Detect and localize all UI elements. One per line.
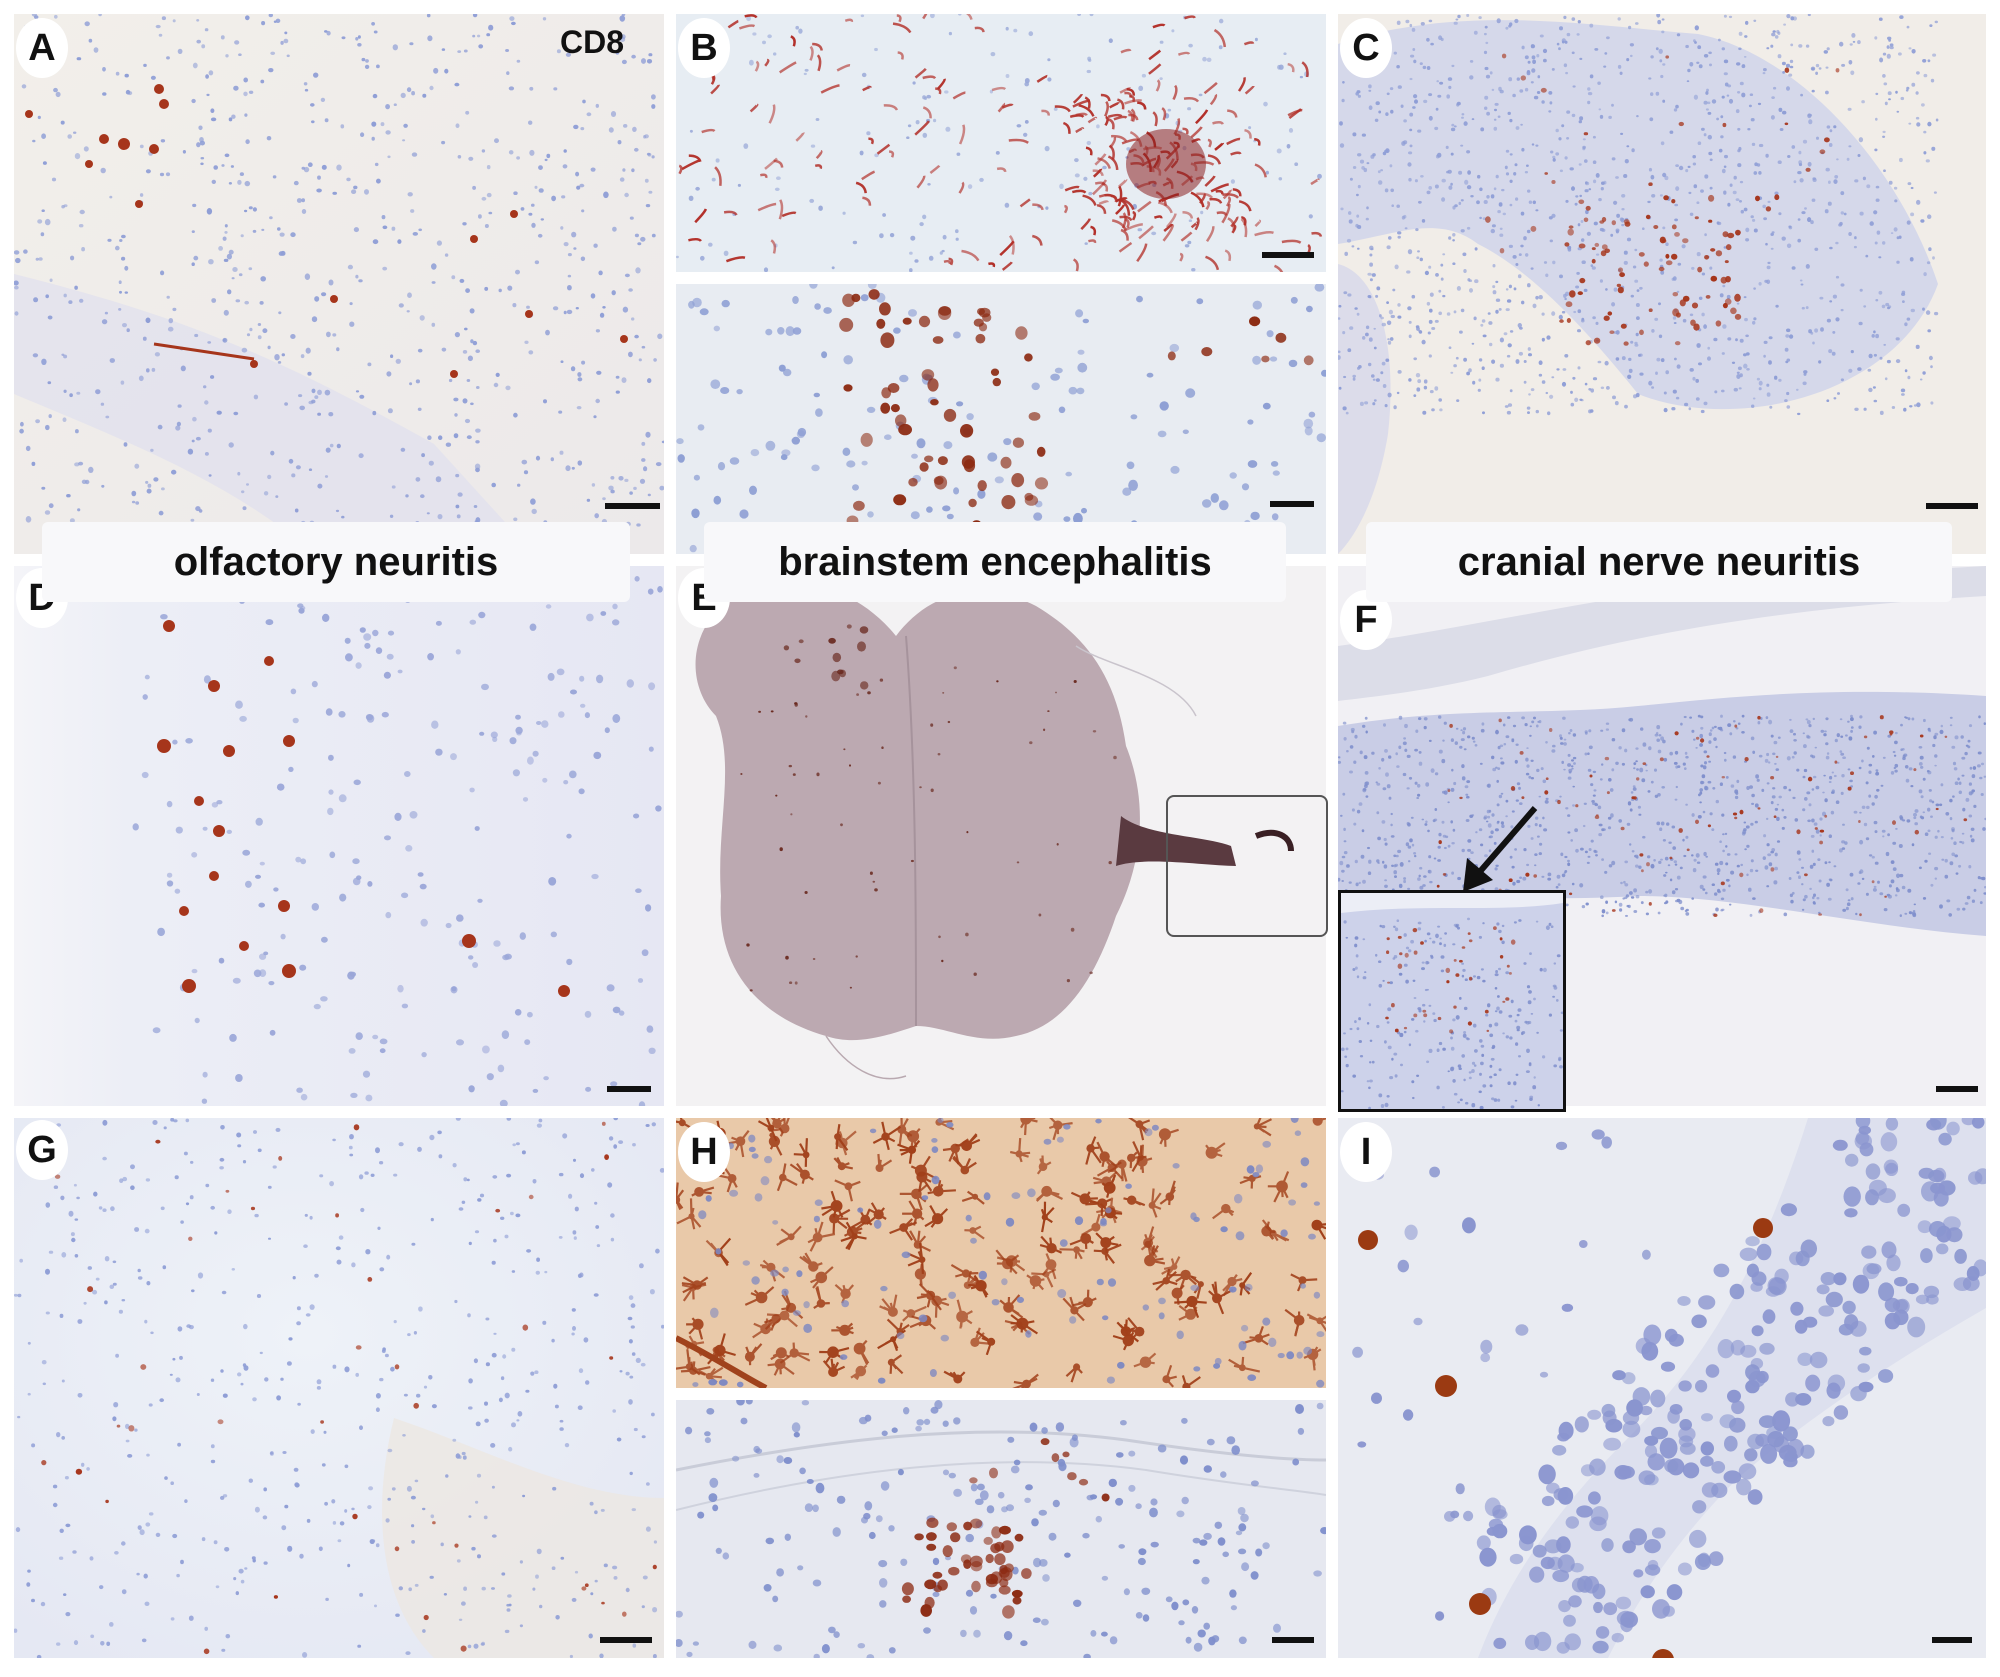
panel-label-a: A	[16, 18, 68, 78]
scale-bar-b-bottom	[1270, 501, 1314, 507]
banner-brainstem-encephalitis: brainstem encephalitis	[704, 522, 1286, 602]
panel-h-top-image	[676, 1118, 1326, 1388]
region-of-interest-box	[1166, 795, 1328, 937]
panel-g-micrograph	[14, 1118, 664, 1658]
panel-a-image	[14, 14, 664, 554]
panel-d-micrograph	[14, 566, 664, 1106]
panel-b-top-micrograph	[676, 14, 1326, 272]
arrow-icon	[1463, 806, 1538, 892]
banner-olfactory-neuritis: olfactory neuritis	[42, 522, 630, 602]
scale-bar-a	[605, 503, 660, 509]
panel-a-micrograph	[14, 14, 664, 554]
scale-bar-c	[1926, 503, 1978, 509]
cd8-positive-cells	[157, 620, 570, 997]
scale-bar-b-top	[1262, 252, 1314, 258]
panel-label-h: H	[678, 1122, 730, 1182]
panel-h-bottom-image	[676, 1400, 1326, 1658]
panel-label-c: C	[1340, 18, 1392, 78]
panel-h-bottom-micrograph	[676, 1400, 1326, 1658]
panel-b-top-image	[676, 14, 1326, 272]
panel-h-top-micrograph	[676, 1118, 1326, 1388]
panel-label-g: G	[16, 1120, 68, 1180]
panel-i-image	[1338, 1118, 1986, 1658]
panel-f-inset	[1338, 890, 1566, 1112]
cd8-positive-cells	[1358, 1218, 1773, 1658]
scale-bar-h	[1272, 1637, 1314, 1643]
panel-c-image	[1338, 14, 1986, 554]
scale-bar-g	[600, 1637, 652, 1643]
cd8-positive-cluster	[901, 1438, 1110, 1619]
panel-d-image	[14, 566, 664, 1106]
microglia-cells	[676, 1118, 1326, 1388]
cd8-positive-cells	[1485, 53, 1840, 346]
panel-e-image	[676, 566, 1326, 1106]
panel-b-bottom-image	[676, 284, 1326, 554]
panel-label-b: B	[678, 18, 730, 78]
cd8-positive-cells	[25, 84, 628, 378]
panel-i-micrograph	[1338, 1118, 1986, 1658]
panel-b-bottom-micrograph	[676, 284, 1326, 554]
cd8-positive-cells	[41, 1121, 657, 1655]
panel-c-micrograph	[1338, 14, 1986, 554]
stain-label-cd8: CD8	[560, 24, 625, 60]
scale-bar-i	[1932, 1637, 1972, 1643]
cd8-positive-foci	[740, 624, 1117, 992]
scale-bar-f	[1936, 1086, 1978, 1092]
panel-f-inset-micrograph	[1341, 893, 1563, 1109]
banner-cranial-nerve-neuritis: cranial nerve neuritis	[1366, 522, 1952, 602]
panel-label-i: I	[1340, 1122, 1392, 1182]
panel-e-micrograph	[676, 566, 1326, 1106]
panel-g-image	[14, 1118, 664, 1658]
scale-bar-d	[607, 1086, 651, 1092]
